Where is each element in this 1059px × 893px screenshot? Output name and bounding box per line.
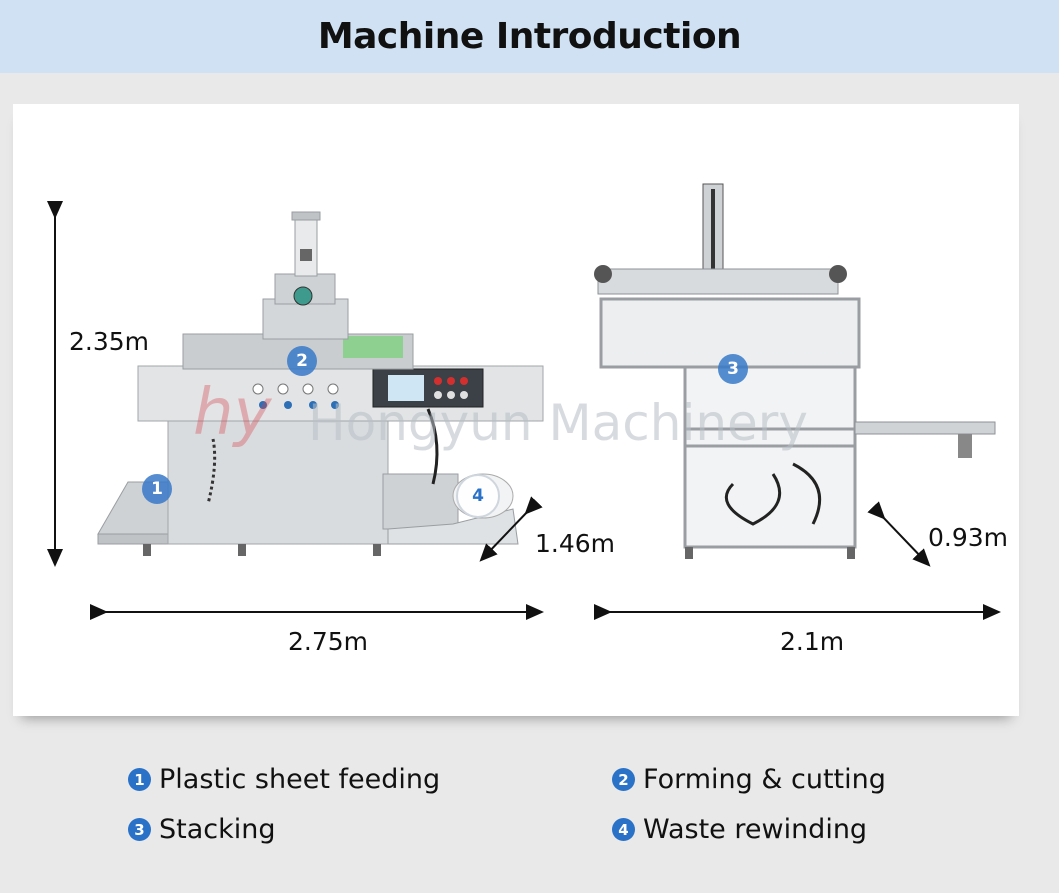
legend-item-1: 1 Plastic sheet feeding — [128, 764, 440, 795]
legend-item-4: 4 Waste rewinding — [612, 814, 867, 845]
legend-label-1: Plastic sheet feeding — [159, 764, 441, 795]
page-title: Machine Introduction — [317, 16, 742, 57]
marker-1: 1 — [142, 474, 172, 504]
left-depth-arrow — [479, 496, 543, 562]
legend-label-3: Stacking — [159, 814, 276, 845]
right-depth-label: 0.93m — [928, 523, 1009, 552]
right-depth-arrow — [867, 501, 931, 567]
legend-number-2: 2 — [612, 768, 635, 791]
legend-item-3: 3 Stacking — [128, 814, 276, 845]
legend-label-2: Forming & cutting — [643, 764, 886, 795]
height-label: 2.35m — [69, 327, 150, 356]
left-depth-label: 1.46m — [535, 529, 616, 558]
stacking-machine-image — [594, 183, 996, 559]
machine-illustration: Hongyun Machinery hy — [47, 183, 1001, 620]
legend-number-1: 1 — [128, 768, 151, 791]
watermark-text: Hongyun Machinery — [308, 394, 808, 452]
header-banner: Machine Introduction — [0, 0, 1059, 73]
left-width-label: 2.75m — [288, 627, 369, 656]
machine-photo-panel: Hongyun Machinery hy 1 2 3 4 — [13, 104, 1019, 716]
marker-2: 2 — [287, 346, 317, 376]
legend-item-2: 2 Forming & cutting — [612, 764, 886, 795]
watermark-logo: hy — [193, 376, 273, 450]
marker-4: 4 — [456, 474, 500, 518]
legend-label-4: Waste rewinding — [643, 814, 868, 845]
legend-number-3: 3 — [128, 818, 151, 841]
legend-number-4: 4 — [612, 818, 635, 841]
right-width-label: 2.1m — [780, 627, 845, 656]
marker-3: 3 — [718, 354, 748, 384]
